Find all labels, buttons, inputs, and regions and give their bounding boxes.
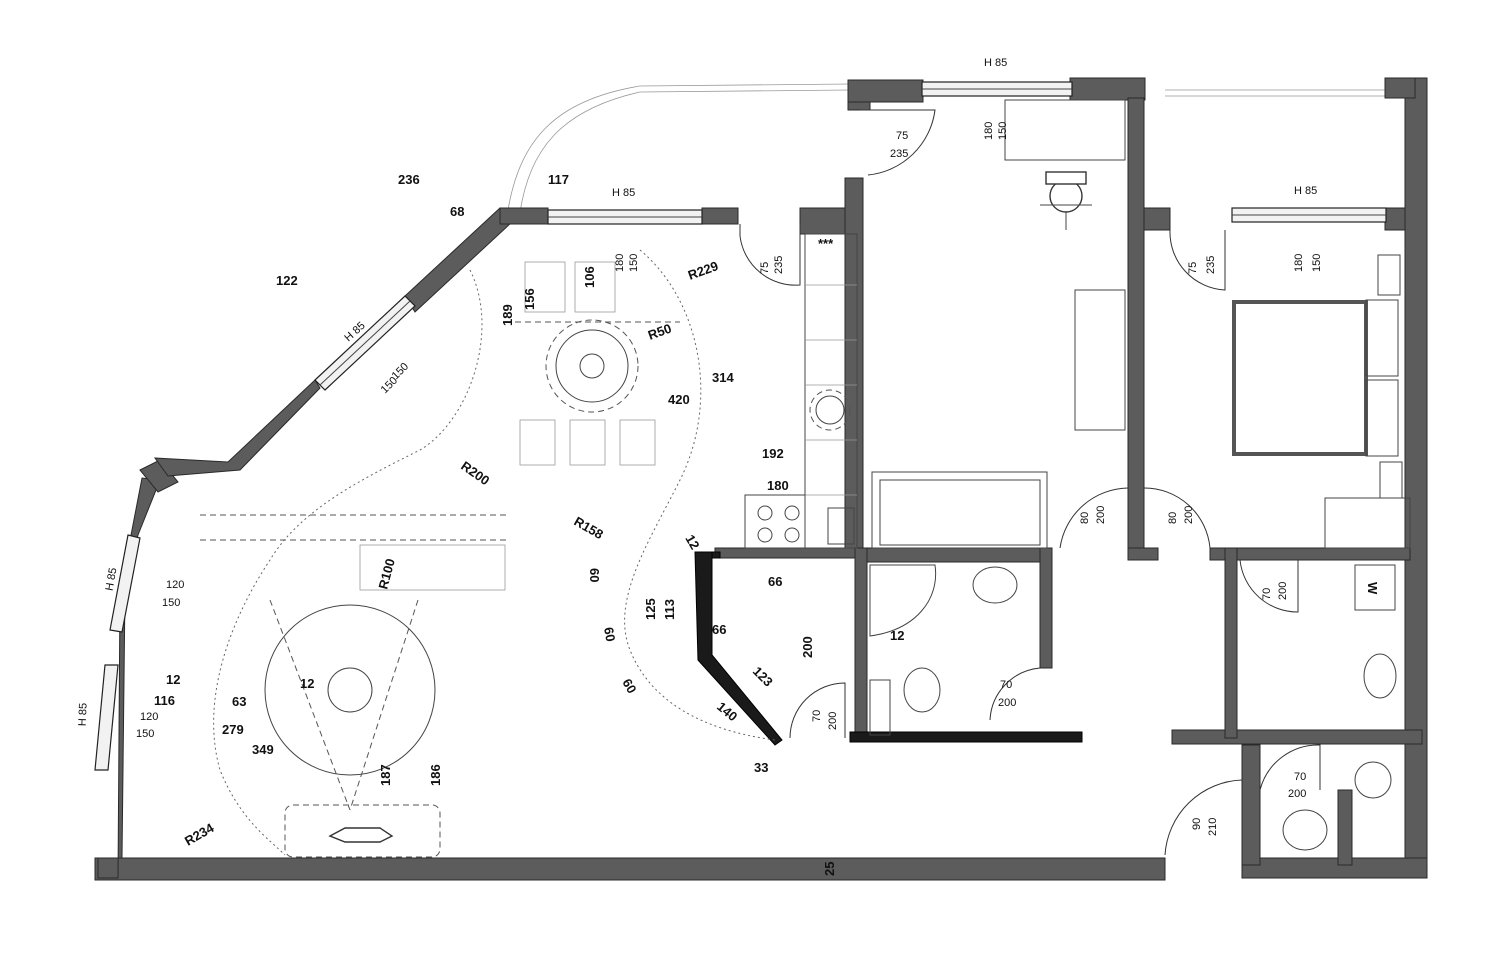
dim-r50: R50 (646, 321, 674, 343)
door-dim-balcony-75: 75 (896, 130, 908, 142)
window-height-left-upper: H 85 (104, 567, 120, 592)
dim-125: 125 (643, 598, 658, 620)
dim-314: 314 (712, 370, 734, 385)
dim-r200: R200 (458, 458, 492, 488)
dim-117: 117 (548, 172, 569, 187)
dim-192: 192 (762, 446, 784, 461)
door-dim-hall-a-200: 200 (1095, 506, 1107, 524)
door-dim-hall-b-80: 80 (1167, 512, 1179, 524)
dim-60c: 60 (619, 676, 639, 696)
dim-106: 106 (582, 266, 597, 288)
win-dim-bedroom-150: 150 (1311, 254, 1323, 272)
door-dim-balcony-235: 235 (890, 148, 908, 160)
door-dim-entry-210: 210 (1207, 818, 1219, 836)
win-dim-kitchen-180: 180 (614, 254, 626, 272)
door-dim-bath-200: 200 (998, 697, 1016, 709)
balcony-outline (519, 89, 851, 213)
door-dim-entry-90: 90 (1191, 818, 1203, 830)
door-dim-kitchen-235: 235 (773, 256, 785, 274)
dining-area (505, 261, 680, 466)
window-height-kitchen: H 85 (612, 187, 635, 199)
dim-236: 236 (398, 172, 420, 187)
win-dim-left-120b: 120 (140, 711, 158, 723)
win-dim-bedroom-180: 180 (1293, 254, 1305, 272)
dim-156: 156 (522, 288, 537, 310)
win-dim-kitchen-150: 150 (628, 254, 640, 272)
dim-25: 25 (822, 862, 837, 876)
door-dim-storage-200: 200 (1277, 582, 1289, 600)
dim-116: 116 (154, 693, 175, 708)
dim-123: 123 (750, 664, 776, 690)
dim-349: 349 (252, 742, 274, 757)
door-dim-kitchen-75: 75 (759, 262, 771, 274)
bedroom-furniture (1232, 254, 1403, 499)
dim-12b: 12 (166, 672, 180, 687)
dim-279: 279 (222, 722, 244, 737)
dim-186: 186 (428, 764, 443, 786)
dim-66b: 66 (712, 622, 726, 637)
dim-60b: 60 (601, 626, 618, 643)
dim-68: 68 (450, 204, 464, 219)
dim-66a: 66 (768, 574, 782, 589)
dim-60a: 60 (587, 568, 602, 582)
living-curves (200, 249, 776, 858)
dim-122: 122 (276, 273, 298, 288)
window-height-bedroom: H 85 (1294, 185, 1317, 197)
dim-113: 113 (662, 599, 677, 620)
dim-r100: R100 (375, 557, 398, 591)
kitchen-counter (744, 233, 858, 549)
window-height-office: H 85 (984, 57, 1007, 69)
door-swings (739, 109, 1321, 856)
door-dim-hall-b-200: 200 (1183, 506, 1195, 524)
washing-machine-label: W (1365, 582, 1380, 595)
window-height-left-lower: H 85 (77, 703, 90, 727)
dim-420: 420 (668, 392, 690, 407)
windows (94, 81, 1387, 771)
win-dim-left-150a: 150 (162, 597, 180, 609)
door-dim-closet-200: 200 (827, 712, 839, 730)
win-dim-left-150b: 150 (136, 728, 154, 740)
door-dim-bedroom-235: 235 (1205, 256, 1217, 274)
door-dim-closet-70: 70 (811, 710, 823, 722)
dim-r158: R158 (572, 514, 606, 543)
dim-12a: 12 (682, 532, 702, 552)
dim-63: 63 (232, 694, 246, 709)
door-dim-hall-a-80: 80 (1079, 512, 1091, 524)
door-dim-bath-70: 70 (1000, 679, 1012, 691)
win-dim-office-180: 180 (983, 122, 995, 140)
dim-r229: R229 (686, 258, 720, 283)
dim-187: 187 (378, 764, 393, 786)
dim-189: 189 (500, 304, 515, 326)
dim-180: 180 (767, 478, 789, 493)
win-dim-left-120a: 120 (166, 579, 184, 591)
door-dim-storage-70: 70 (1261, 588, 1273, 600)
dim-200: 200 (800, 636, 815, 658)
exterior-walls (94, 77, 1428, 881)
dim-12-bath: 12 (890, 628, 904, 643)
door-dim-wc-200: 200 (1288, 788, 1306, 800)
win-dim-office-150: 150 (997, 122, 1009, 140)
stove-marks: *** (818, 236, 834, 251)
bathroom-fixtures (869, 471, 1411, 851)
office-furniture (1004, 99, 1126, 431)
dim-12c: 12 (300, 676, 314, 691)
door-dim-wc-70: 70 (1294, 771, 1306, 783)
door-dim-bedroom-75: 75 (1187, 262, 1199, 274)
dim-r234: R234 (182, 820, 217, 849)
dim-33: 33 (754, 760, 768, 775)
